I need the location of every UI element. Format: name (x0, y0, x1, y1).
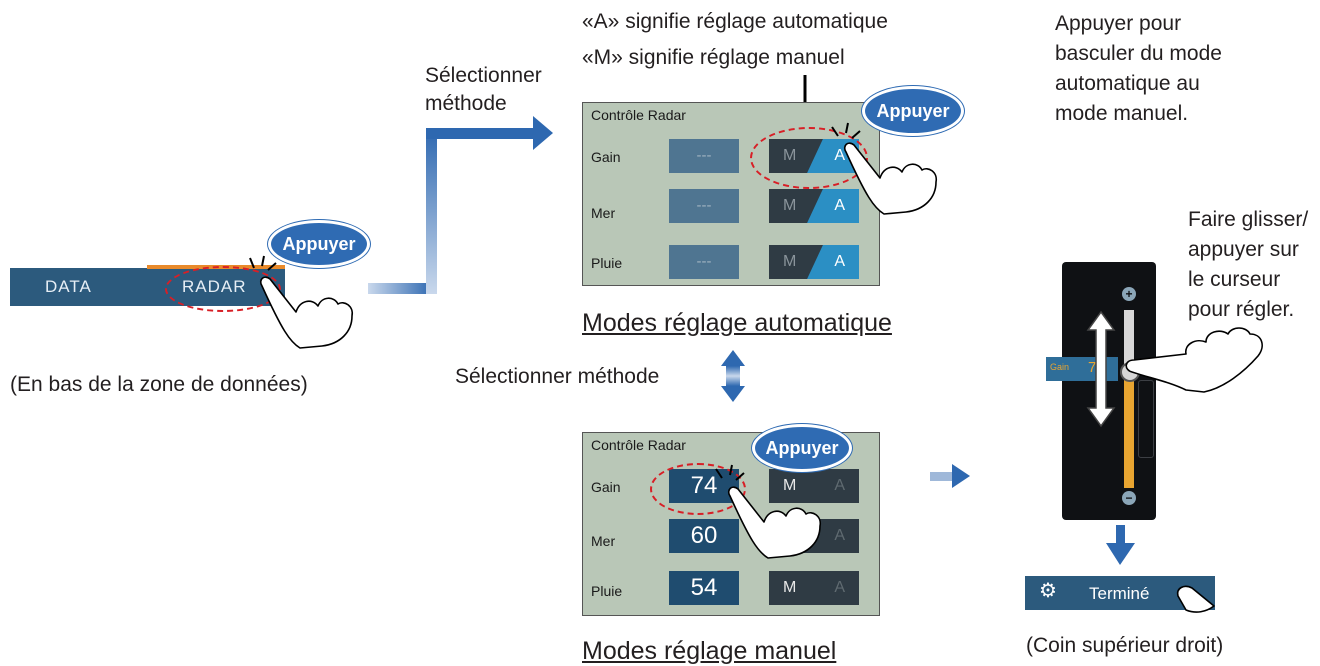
slider-instruction-1: Faire glisser/ (1188, 208, 1309, 231)
row-label-pluie: Pluie (591, 255, 623, 271)
data-area-caption: (En bas de la zone de données) (10, 373, 308, 396)
toggle-instruction-1: Appuyer pour (1055, 12, 1182, 35)
manual-option: M (783, 579, 797, 596)
toggle-instruction-4: mode manuel. (1055, 102, 1189, 125)
row-label-gain: Gain (591, 149, 621, 165)
pluie-value[interactable]: --- (669, 245, 739, 279)
slider-instruction-3: le curseur (1188, 268, 1281, 291)
toggle-instruction-2: basculer du mode (1055, 42, 1222, 65)
toggle-instruction-3: automatique au (1055, 72, 1200, 95)
gain-slider-panel (1062, 262, 1156, 520)
drag-arrow (1086, 310, 1116, 428)
auto-option: A (834, 579, 845, 596)
tap-bubble-value: Appuyer (752, 424, 852, 472)
tap-bubble-radar: Appuyer (268, 220, 370, 268)
done-caption: (Coin supérieur droit) (1026, 634, 1224, 657)
minus-icon[interactable]: − (1122, 491, 1136, 505)
manual-mode-caption: Modes réglage manuel (582, 637, 837, 665)
slider-tab (1138, 380, 1154, 458)
mer-mode-toggle[interactable]: M A (769, 189, 859, 223)
auto-option: A (834, 147, 845, 164)
mer-value[interactable]: 60 (669, 519, 739, 553)
row-label-mer: Mer (591, 205, 616, 221)
tap-bubble-toggle: Appuyer (862, 86, 964, 136)
gain-value-highlight (650, 463, 746, 515)
tab-data[interactable]: DATA (45, 277, 92, 296)
select-method-label-middle: Sélectionner méthode (455, 365, 660, 388)
slider-label: Gain (1050, 362, 1070, 372)
hand-icon (727, 486, 822, 559)
to-slider-arrow (930, 464, 970, 488)
auto-option: A (834, 197, 845, 214)
auto-meaning-note: «A» signifie réglage automatique (582, 10, 888, 33)
pluie-mode-toggle[interactable]: M A (769, 571, 859, 605)
row-label-gain: Gain (591, 479, 621, 495)
auto-option: A (834, 527, 845, 544)
plus-icon[interactable]: + (1122, 287, 1136, 301)
switch-mode-arrow (721, 350, 745, 402)
panel-title: Contrôle Radar (591, 437, 686, 453)
radar-tab-highlight (165, 266, 281, 312)
pluie-value[interactable]: 54 (669, 571, 739, 605)
mer-value[interactable]: --- (669, 189, 739, 223)
pluie-mode-toggle[interactable]: M A (769, 245, 859, 279)
manual-option: M (783, 477, 797, 494)
auto-mode-caption: Modes réglage automatique (582, 309, 892, 337)
hand-icon (1125, 327, 1263, 393)
hand-icon (1176, 585, 1215, 613)
gain-mode-toggle[interactable]: M A (769, 469, 859, 503)
select-method-arrow (368, 116, 553, 294)
select-method-label: Sélectionner méthode (425, 64, 542, 115)
slider-instruction-4: pour régler. (1188, 298, 1295, 321)
tap-marks (249, 122, 861, 481)
toggle-highlight (750, 127, 868, 189)
manual-option: M (783, 197, 797, 214)
auto-option: A (834, 477, 845, 494)
done-label: Terminé (1089, 584, 1150, 603)
slider-fill (1124, 371, 1134, 488)
hand-icon (259, 276, 354, 349)
panel-title: Contrôle Radar (591, 107, 686, 123)
slider-instruction-2: appuyer sur (1188, 238, 1299, 261)
hand-icon (843, 142, 938, 215)
to-done-arrow (1106, 525, 1135, 565)
manual-option: M (783, 253, 797, 270)
row-label-pluie: Pluie (591, 583, 623, 599)
row-label-mer: Mer (591, 533, 616, 549)
radar-control-auto-panel: Contrôle Radar Gain Mer Pluie --- --- --… (582, 102, 880, 286)
gain-value[interactable]: --- (669, 139, 739, 173)
auto-option: A (834, 253, 845, 270)
manual-meaning-note: «M» signifie réglage manuel (582, 46, 845, 69)
gear-icon: ⚙ (1039, 580, 1057, 602)
